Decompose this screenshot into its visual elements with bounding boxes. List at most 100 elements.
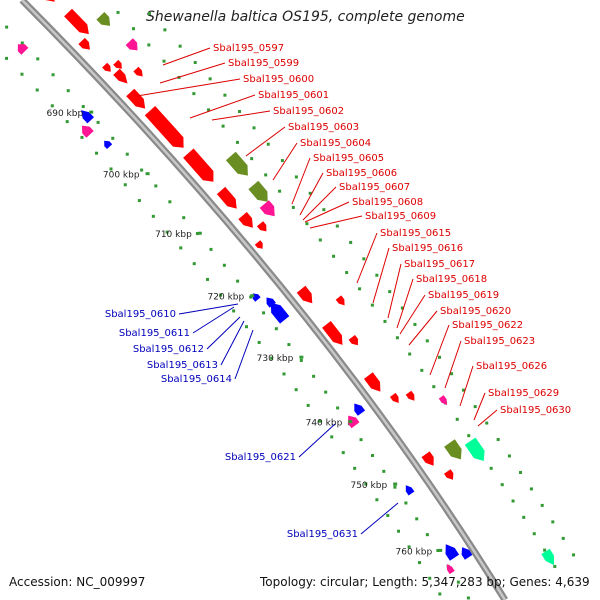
track-dots-outer-right — [147, 12, 151, 16]
gene-arrow-forward — [126, 88, 146, 109]
track-dots-outer-right — [193, 61, 197, 65]
tick-mark — [348, 420, 353, 424]
track-dots-inner-right — [162, 59, 166, 63]
track-dots-inner-left — [456, 580, 460, 584]
tick-dot-tracks — [5, 10, 576, 600]
track-dots-outer-right — [322, 208, 326, 212]
tick-label: 720 kbp — [208, 293, 245, 303]
track-dots-outer-right — [438, 355, 442, 359]
gene-label-forward: Sbal195_0618 — [416, 274, 487, 285]
gene-label-forward: Sbal195_0622 — [452, 320, 523, 331]
track-dots-inner-left — [222, 263, 226, 267]
genome-backbone-highlight — [21, 0, 507, 600]
track-dots-inner-right — [432, 385, 436, 389]
gene-label-reverse: Sbal195_0631 — [287, 529, 358, 540]
callout-line — [372, 247, 390, 304]
tick-label: 730 kbp — [257, 354, 294, 364]
track-dots-inner-left — [168, 200, 172, 204]
track-dots-inner-right — [192, 92, 196, 96]
track-dots-outer-left — [318, 419, 322, 423]
track-dots-outer-left — [219, 293, 223, 297]
tick-label: 750 kbp — [350, 481, 387, 491]
callout-line — [272, 142, 298, 181]
callout-line — [159, 62, 226, 84]
gene-arrow-reverse — [270, 302, 290, 324]
gene-label-forward: Sbal195_0597 — [213, 43, 284, 54]
callout-line — [473, 392, 486, 421]
track-dots-inner-left — [436, 548, 440, 552]
gene-arrow-reverse — [266, 297, 276, 308]
track-dots-inner-right — [358, 287, 362, 291]
track-dots-inner-right — [250, 157, 254, 161]
gene-arrow-forward — [125, 38, 138, 51]
track-dots-outer-right — [507, 454, 511, 458]
callout-line — [234, 329, 254, 380]
gene-arrow-forward — [335, 295, 345, 306]
tick-mark — [89, 110, 94, 114]
track-dots-outer-right — [551, 520, 555, 524]
track-dots-inner-right — [264, 173, 268, 177]
track-dots-outer-left — [5, 56, 9, 60]
gene-label-forward: Sbal195_0620 — [440, 306, 511, 317]
track-dots-inner-left — [370, 454, 374, 458]
gene-label-forward: Sbal195_0603 — [288, 122, 359, 133]
gene-label-forward: Sbal195_0606 — [326, 168, 397, 179]
track-dots-inner-left — [393, 485, 397, 489]
track-dots-inner-left — [81, 105, 85, 109]
callout-line — [178, 303, 239, 315]
track-dots-outer-right — [519, 470, 523, 474]
track-dots-outer-left — [428, 576, 432, 580]
track-dots-inner-left — [195, 232, 199, 236]
gene-label-forward: Sbal195_0619 — [428, 290, 499, 301]
gene-arrow-reverse — [405, 485, 415, 496]
track-dots-inner-left — [209, 247, 213, 251]
genome-title: Shewanella baltica OS195, complete genom… — [146, 9, 465, 25]
callout-line — [356, 232, 378, 284]
track-dots-outer-left — [20, 72, 24, 76]
track-dots-outer-left — [206, 277, 210, 281]
track-dots-outer-left — [364, 482, 368, 486]
gene-label-forward: Sbal195_0600 — [243, 74, 314, 85]
track-dots-outer-left — [417, 561, 421, 565]
track-dots-outer-left — [151, 214, 155, 218]
gene-arrow-reverse — [445, 544, 460, 561]
tick-label: 710 kbp — [155, 230, 192, 240]
track-dots-outer-left — [95, 151, 99, 155]
tick-label: 740 kbp — [306, 419, 343, 429]
track-dots-inner-left — [262, 311, 266, 315]
callout-line — [298, 423, 336, 458]
gene-label-forward: Sbal195_0629 — [488, 388, 559, 399]
track-dots-inner-right — [221, 124, 225, 128]
track-dots-inner-left — [66, 89, 70, 93]
gene-arrow-forward — [238, 212, 253, 228]
gene-arrow-forward — [225, 151, 248, 176]
track-dots-outer-right — [400, 306, 404, 310]
gene-arrow-forward — [438, 395, 447, 405]
callout-line — [299, 172, 324, 216]
track-dots-outer-left — [306, 403, 310, 407]
gene-label-forward: Sbal195_0604 — [300, 138, 371, 149]
track-dots-inner-left — [36, 57, 40, 61]
track-dots-outer-right — [473, 405, 477, 409]
gene-arrow-reverse — [81, 125, 94, 138]
track-dots-outer-left — [270, 356, 274, 360]
track-dots-outer-left — [192, 262, 196, 266]
track-dots-outer-left — [123, 183, 127, 187]
gene-label-forward: Sbal195_0626 — [476, 361, 547, 372]
track-dots-inner-left — [287, 343, 291, 347]
track-dots-outer-left — [80, 135, 84, 139]
track-dots-outer-right — [425, 339, 429, 343]
gene-callouts: Sbal195_0597Sbal195_0599Sbal195_0600Sbal… — [105, 43, 571, 540]
track-dots-outer-right — [388, 290, 392, 294]
track-dots-inner-right — [147, 43, 151, 47]
callout-line — [360, 502, 399, 535]
track-dots-outer-left — [330, 435, 334, 439]
gene-arrow-forward — [541, 548, 554, 566]
gene-label-forward: Sbal195_0623 — [464, 336, 535, 347]
callout-line — [189, 94, 256, 119]
gene-arrow-forward — [144, 106, 184, 148]
gene-label-reverse: Sbal195_0610 — [105, 309, 176, 320]
track-dots-inner-left — [299, 358, 303, 362]
callout-line — [408, 310, 438, 346]
